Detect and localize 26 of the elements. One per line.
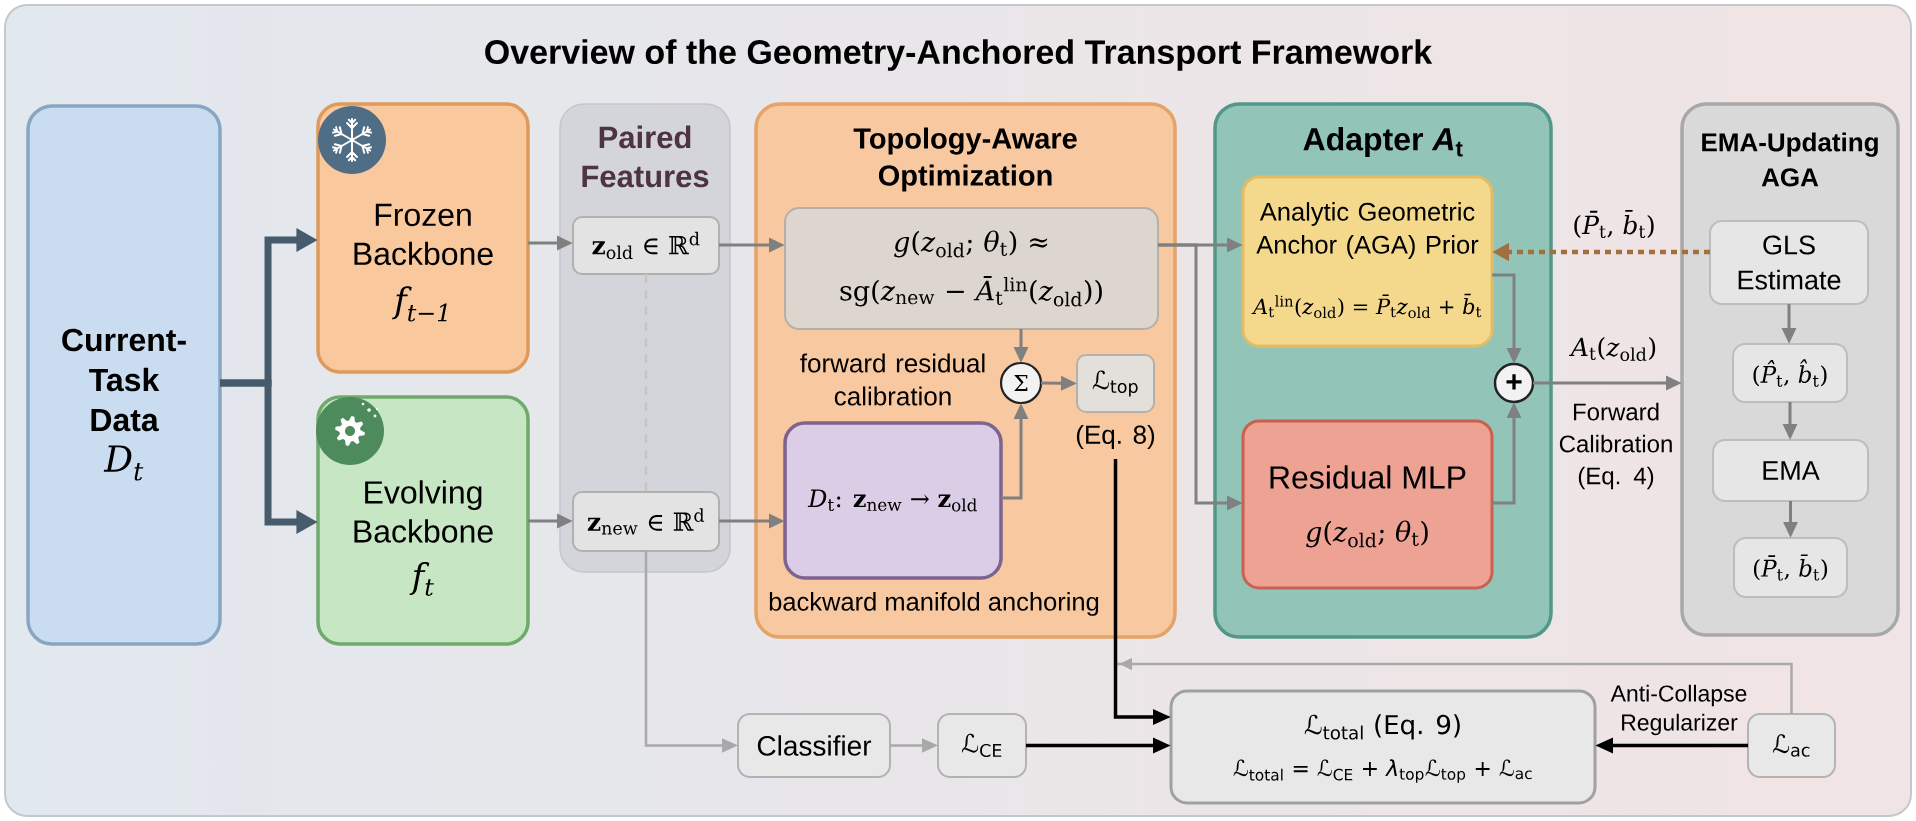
edge-label: A$_{t}$(z$_{old}$) [1569, 337, 1656, 361]
mapping-box: D$_{t}$: z$_{new}$ → z$_{old}$ [783, 421, 1003, 580]
backbone-box: Frozen Backbone f$_{t−1}$ [316, 102, 530, 374]
classifier-box: Classifier [737, 713, 891, 778]
total-loss-box: ℒ$_{total}$ (Eq. 9) ℒ$_{total}$ = ℒ$_{CE}$ + λ$_{top}$ℒ$_{top}$ + ℒ$_{ac}$ [1169, 689, 1597, 805]
data-box: Current-Task Data D$_{t}$ [26, 104, 222, 646]
formula-box: g(z$_{old}$; θ$_{t}$) ≈ sg(z$_{new}$ − Ā$_{t}$$^{lin}$(z$_{old}$)) [784, 207, 1159, 330]
note-text: Forward Calibration (Eq. 4) [1559, 402, 1672, 490]
feature-box: z$_{old}$ ∈ ℝ$^{d}$ [572, 216, 720, 275]
loss-box: ℒ$_{top}$ [1076, 354, 1155, 413]
title: Overview of the Geometry-Anchored Transport Framework [485, 39, 1433, 71]
loss-box: ℒ$_{ac}$ [1747, 713, 1836, 778]
prior-box: Analytic Geometric Anchor (AGA) Prior A$_{t}$$^{lin}$(z$_{old}$) = P̄$_{t}$z$_{old}$ + b̄$_{t}$ [1241, 175, 1494, 348]
process-box: EMA [1712, 439, 1869, 502]
note-text: forward residual calibration [800, 353, 985, 406]
feature-box: z$_{new}$ ∈ ℝ$^{d}$ [572, 491, 720, 552]
note-text: backward manifold anchoring [769, 592, 1099, 616]
parameter-box: (P̂$_{t}$, b̂$_{t}$) [1732, 343, 1848, 403]
equation-label: (Eq. 8) [1076, 424, 1155, 450]
edge-label: (P̄$_{t}$, b̄$_{t}$) [1574, 210, 1654, 238]
parameter-box: (P̄$_{t}$, b̄$_{t}$) [1733, 537, 1848, 598]
loss-box: ℒ$_{CE}$ [937, 713, 1027, 778]
backbone-box: Evolving Backbone f$_{t}$ [316, 395, 530, 646]
estimate-box: GLS Estimate [1709, 220, 1869, 305]
mlp-box: Residual MLP g(z$_{old}$; θ$_{t}$) [1241, 419, 1494, 590]
edge-label: Anti-Collapse Regularizer [1610, 684, 1747, 736]
